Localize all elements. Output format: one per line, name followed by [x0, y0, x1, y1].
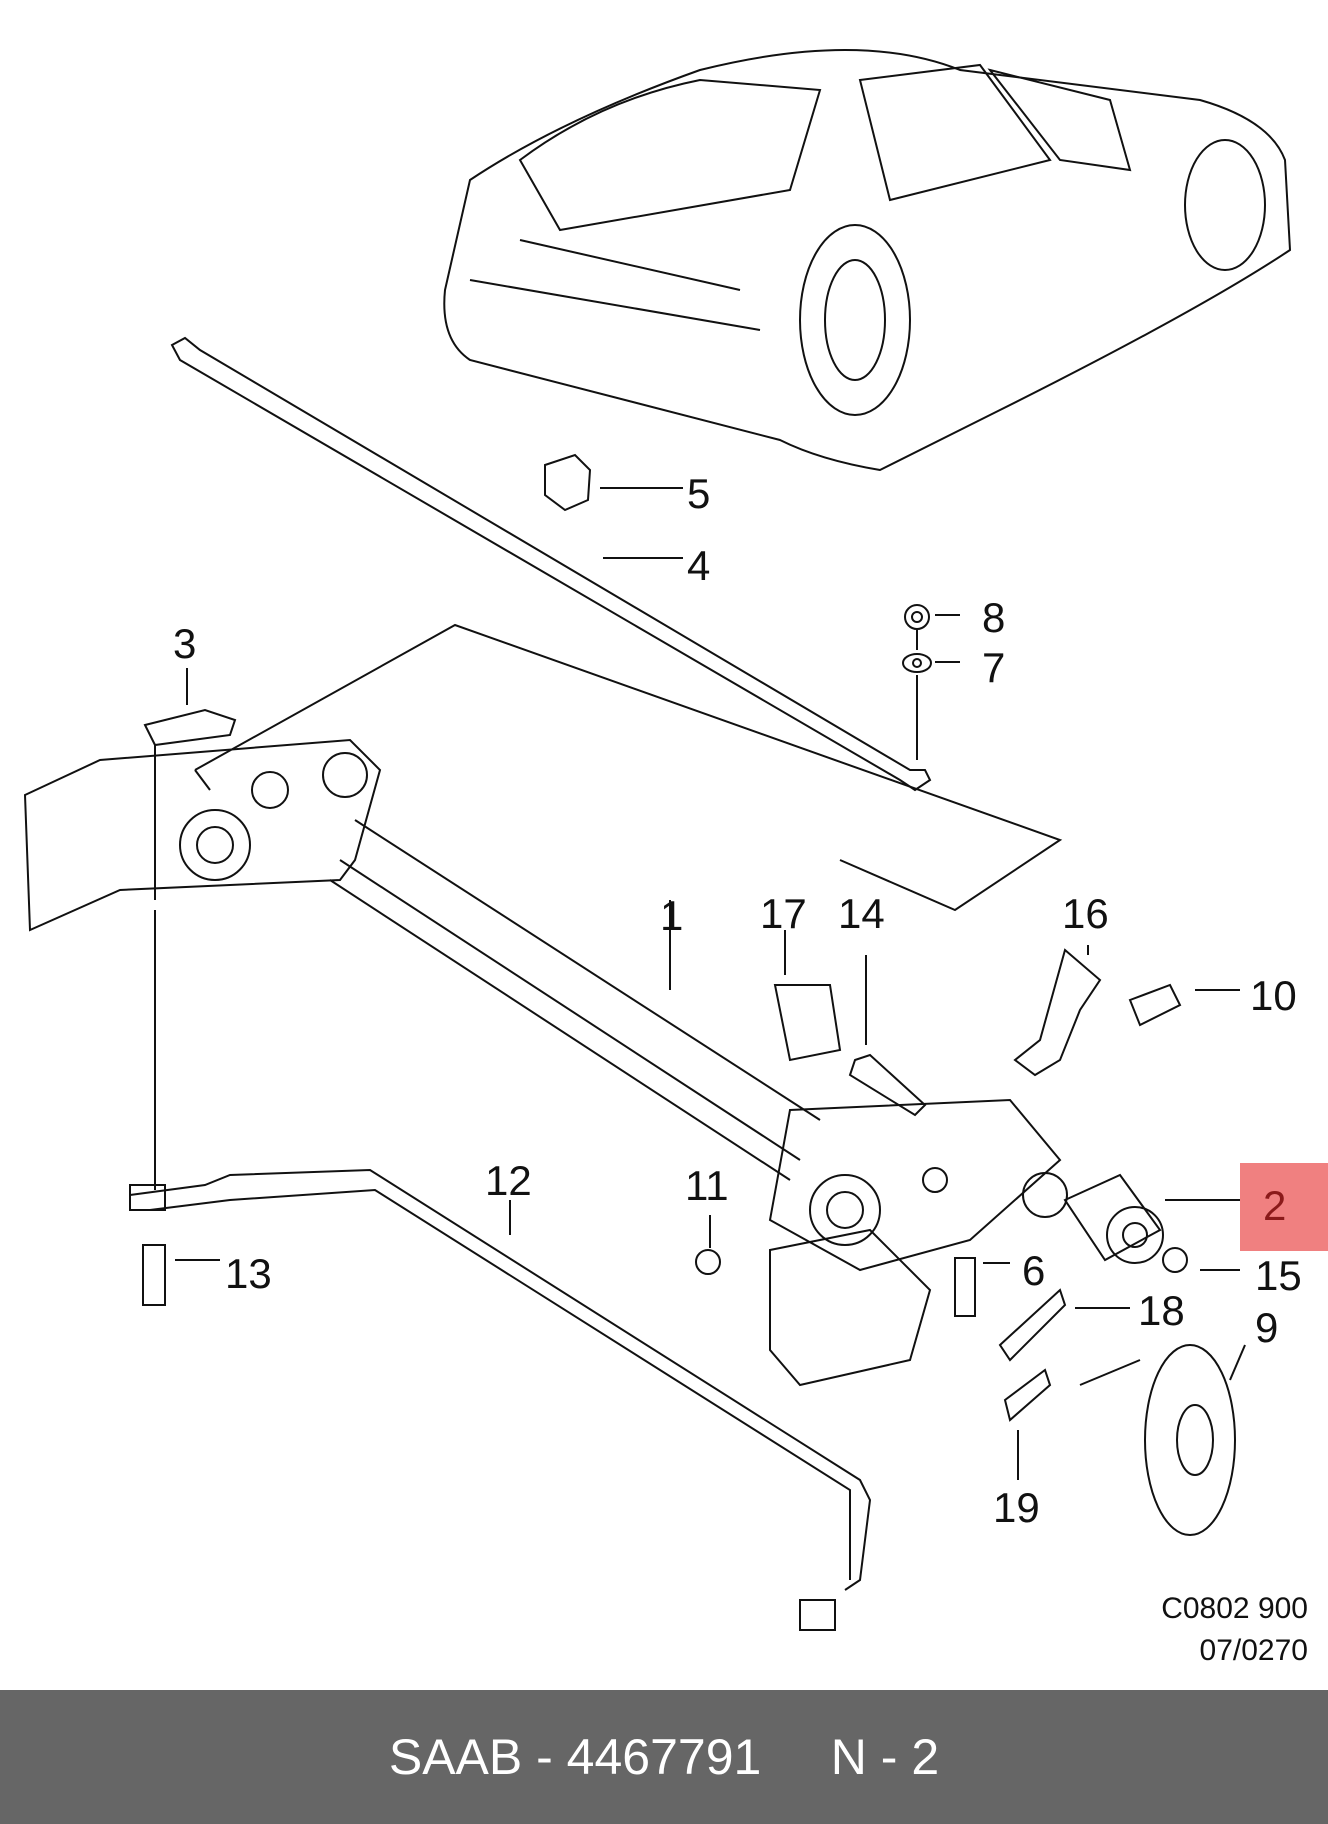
callout-16[interactable]: 16 [1062, 890, 1109, 937]
callout-labels: 1 2 3 4 5 6 7 8 9 10 11 12 13 14 15 16 1… [173, 470, 1302, 1531]
callout-1[interactable]: 1 [660, 892, 683, 939]
part-5-bushing [544, 453, 592, 512]
part-7-washer [902, 653, 932, 673]
callout-14[interactable]: 14 [838, 890, 885, 937]
callout-6[interactable]: 6 [1022, 1247, 1045, 1294]
callout-13[interactable]: 13 [225, 1250, 272, 1297]
part-14-bolt [848, 1053, 927, 1117]
part-number-text: SAAB - 4467791 N - 2 [388, 1729, 940, 1785]
part-4-rod [170, 336, 932, 792]
callout-17[interactable]: 17 [760, 890, 807, 937]
leader-lines [175, 487, 1260, 1480]
part-18-plate [998, 1288, 1067, 1362]
reference-date: 07/0270 [1199, 1634, 1308, 1667]
part-3-clamp [143, 708, 237, 747]
car-illustration [443, 49, 1292, 472]
callout-10[interactable]: 10 [1250, 972, 1297, 1019]
callout-12[interactable]: 12 [485, 1157, 532, 1204]
part-1-axle-beam [23, 738, 1068, 1387]
callout-11[interactable]: 11 [685, 1162, 729, 1209]
callout-7[interactable]: 7 [982, 644, 1005, 691]
callout-19[interactable]: 19 [993, 1484, 1040, 1531]
part-19-plate [1003, 1368, 1052, 1422]
part-8-nut [904, 604, 930, 630]
callout-4[interactable]: 4 [687, 542, 710, 589]
parts-diagram: 1 2 3 4 5 6 7 8 9 10 11 12 13 14 15 16 1… [23, 49, 1328, 1631]
reference-code: C0802 900 [1161, 1592, 1308, 1625]
part-13-bolt [142, 1244, 166, 1306]
part-11-nut [695, 1249, 721, 1275]
callout-5[interactable]: 5 [687, 470, 710, 517]
part-6-bolt [954, 1257, 976, 1317]
callout-2[interactable]: 2 [1263, 1182, 1286, 1229]
callout-18[interactable]: 18 [1138, 1287, 1185, 1334]
callout-3[interactable]: 3 [173, 620, 196, 667]
highlight-box [1240, 1163, 1328, 1251]
footer-bar: SAAB - 4467791 N - 2 [0, 1690, 1328, 1824]
part-16-bracket [1013, 948, 1102, 1077]
part-17-bracket [773, 984, 842, 1062]
part-10-bolt [1128, 983, 1182, 1027]
part-15-nut [1162, 1247, 1188, 1273]
callout-9[interactable]: 9 [1255, 1304, 1278, 1351]
part-9-wheel-hub [1079, 1344, 1236, 1536]
callout-8[interactable]: 8 [982, 594, 1005, 641]
callout-15[interactable]: 15 [1255, 1252, 1302, 1299]
part-12-stabilizer-bar [129, 1168, 872, 1631]
part-2-bushing [1063, 1173, 1164, 1264]
